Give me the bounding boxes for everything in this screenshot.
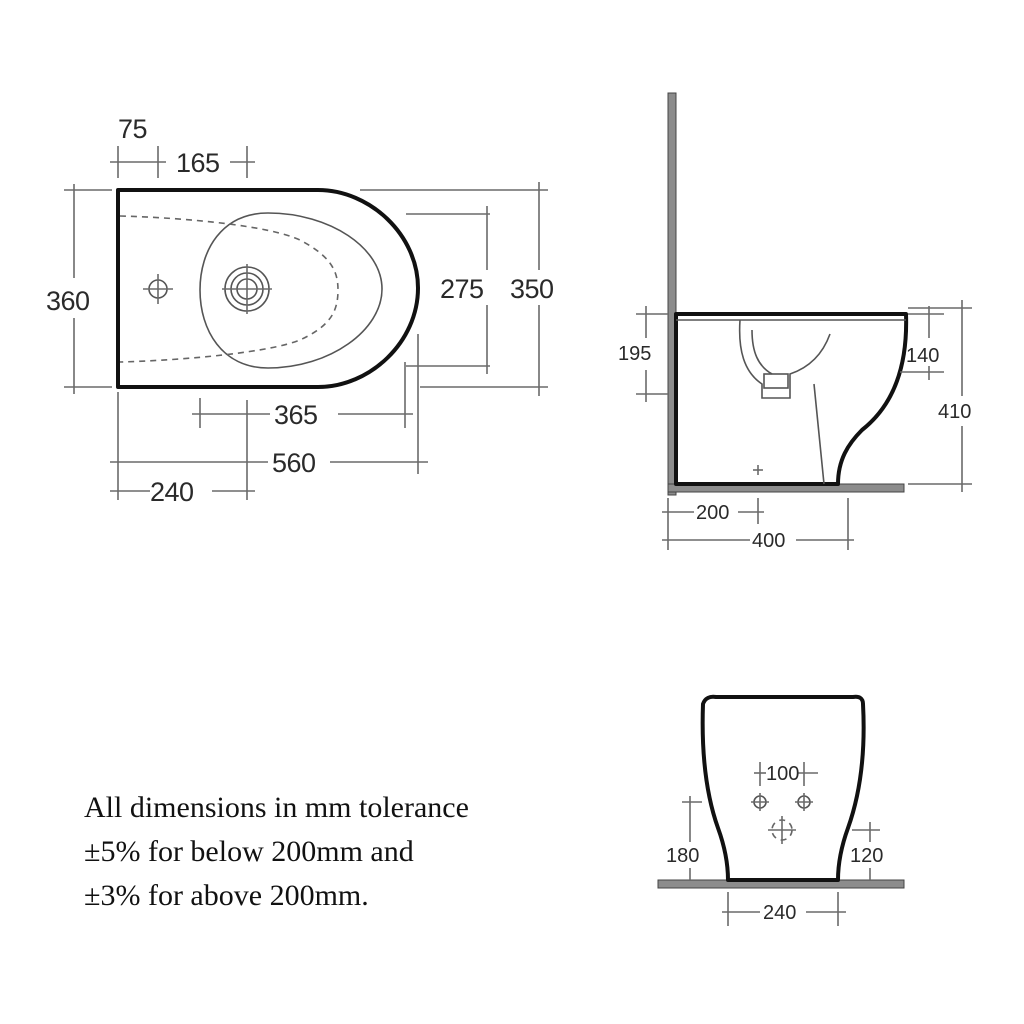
- dim-360: 360: [46, 286, 90, 316]
- fixing-mark: [753, 465, 763, 475]
- dim-120: 120: [850, 845, 883, 867]
- dim-195: 195: [618, 343, 651, 365]
- dim-180: 180: [666, 845, 699, 867]
- rear-hole-right: [795, 793, 813, 811]
- plan-rim-dashed: [119, 215, 339, 363]
- dim-100: 100: [766, 763, 799, 785]
- dim-350: 350: [510, 274, 554, 304]
- tolerance-note: All dimensions in mm tolerance ±5% for b…: [84, 786, 604, 918]
- side-outline: [674, 312, 909, 486]
- dim-140: 140: [906, 345, 939, 367]
- plan-outline: [116, 188, 420, 389]
- dim-165: 165: [176, 148, 220, 178]
- rear-view: 100 180 120 240: [657, 694, 905, 926]
- rear-outline: [700, 694, 866, 882]
- dim-240-rear: 240: [763, 902, 796, 924]
- dim-400: 400: [752, 530, 785, 552]
- dim-560: 560: [272, 448, 316, 478]
- note-line-1: All dimensions in mm tolerance: [84, 791, 469, 824]
- side-view: 195 140 410 200 400: [618, 92, 972, 552]
- dim-240-plan: 240: [150, 477, 194, 507]
- dim-365: 365: [274, 400, 318, 430]
- dim-275: 275: [440, 274, 484, 304]
- dim-410: 410: [938, 401, 971, 423]
- drain-symbol: [222, 264, 272, 314]
- wall: [667, 92, 677, 496]
- dim-200: 200: [696, 502, 729, 524]
- dim-75: 75: [118, 114, 147, 144]
- note-line-2: ±5% for below 200mm and: [84, 835, 414, 868]
- rear-hole-left: [751, 793, 769, 811]
- plan-view: 75 165 360 275 350 365 560: [46, 114, 554, 507]
- note-line-3: ±3% for above 200mm.: [84, 879, 369, 912]
- plan-bowl: [199, 212, 383, 369]
- rear-waste-outlet: [768, 816, 796, 844]
- tap-hole-symbol: [143, 274, 173, 304]
- side-trap: [738, 319, 831, 399]
